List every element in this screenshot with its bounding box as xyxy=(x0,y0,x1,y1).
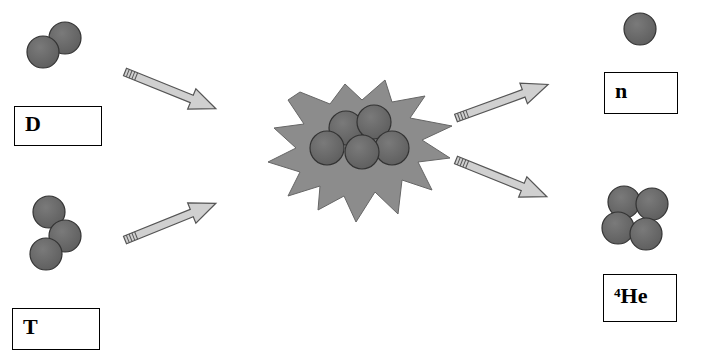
neutron-particle xyxy=(624,13,656,45)
label-box: D xyxy=(14,106,102,146)
label-box: ⁴He xyxy=(603,274,677,322)
incoming-arrow xyxy=(121,193,220,250)
incoming-arrow xyxy=(121,62,220,119)
particle-label: T xyxy=(23,315,38,339)
compound-nucleus xyxy=(310,105,409,169)
deuterium-nucleus xyxy=(27,22,81,68)
outgoing-arrow xyxy=(452,150,551,207)
fusion-burst xyxy=(268,80,452,222)
helium-nucleus xyxy=(602,186,668,250)
particle-label: D xyxy=(25,112,41,136)
particle-label: ⁴He xyxy=(614,284,647,308)
label-box: T xyxy=(12,308,100,350)
tritium-nucleus xyxy=(30,196,81,270)
outgoing-arrow xyxy=(452,74,552,128)
label-box: n xyxy=(604,72,678,114)
particle-label: n xyxy=(615,79,627,103)
